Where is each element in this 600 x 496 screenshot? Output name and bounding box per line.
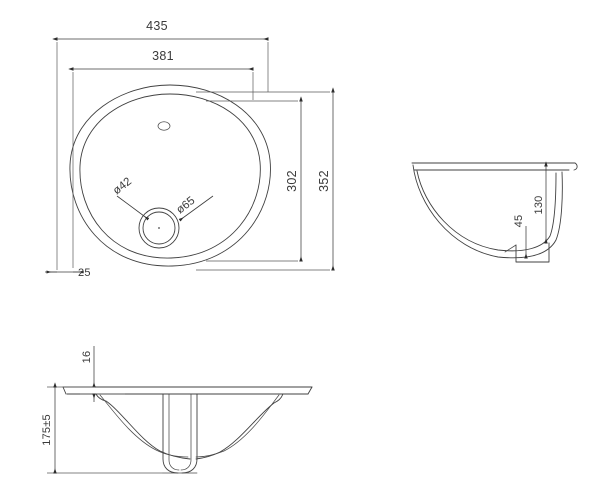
- side-drain-boss: [515, 242, 550, 263]
- dia42-leader-line: [116, 195, 150, 221]
- front-rim-right-return: [307, 386, 313, 395]
- overflow-hole: [157, 121, 171, 131]
- front-bowl-outer-left: [95, 393, 191, 460]
- front-drain-column-right-outer: [181, 393, 198, 474]
- front-rim-left-return: [62, 386, 67, 395]
- dim-label-381: 381: [152, 49, 174, 63]
- front-bowl-inner-right: [195, 394, 280, 458]
- top-view: ø42 ø65 435 381 302 352 25: [45, 19, 335, 279]
- dim-label-352: 352: [317, 170, 331, 192]
- drain-center-mark: [158, 227, 160, 229]
- dim-label-435: 435: [146, 19, 168, 33]
- dim-label-175: 175±5: [41, 414, 53, 446]
- dim-label-45: 45: [513, 215, 525, 228]
- dia42-label: ø42: [111, 176, 134, 198]
- front-drain-column-right-inner: [180, 393, 192, 471]
- front-bowl-inner-left: [99, 394, 189, 458]
- dim-label-130: 130: [533, 196, 545, 215]
- front-drain-column-left-outer: [162, 393, 179, 474]
- drain-outer-circle: [138, 207, 180, 249]
- front-view: 16 175±5: [41, 346, 313, 474]
- dim-label-25: 25: [78, 267, 91, 279]
- basin-outer-rim-outline: [69, 84, 271, 267]
- side-drain-boss-lip: [504, 244, 517, 253]
- front-drain-column-left-inner: [168, 393, 180, 471]
- dim-label-302: 302: [285, 170, 299, 192]
- side-view: 130 45: [411, 161, 578, 263]
- side-rim-right-return: [573, 162, 578, 171]
- basin-inner-bowl-outline: [79, 93, 261, 259]
- drain-inner-circle: [142, 211, 176, 245]
- front-bowl-outer-right: [195, 393, 284, 460]
- dia65-label: ø65: [174, 195, 197, 217]
- dim-label-16: 16: [81, 351, 93, 364]
- dia65-leader-line: [178, 195, 214, 222]
